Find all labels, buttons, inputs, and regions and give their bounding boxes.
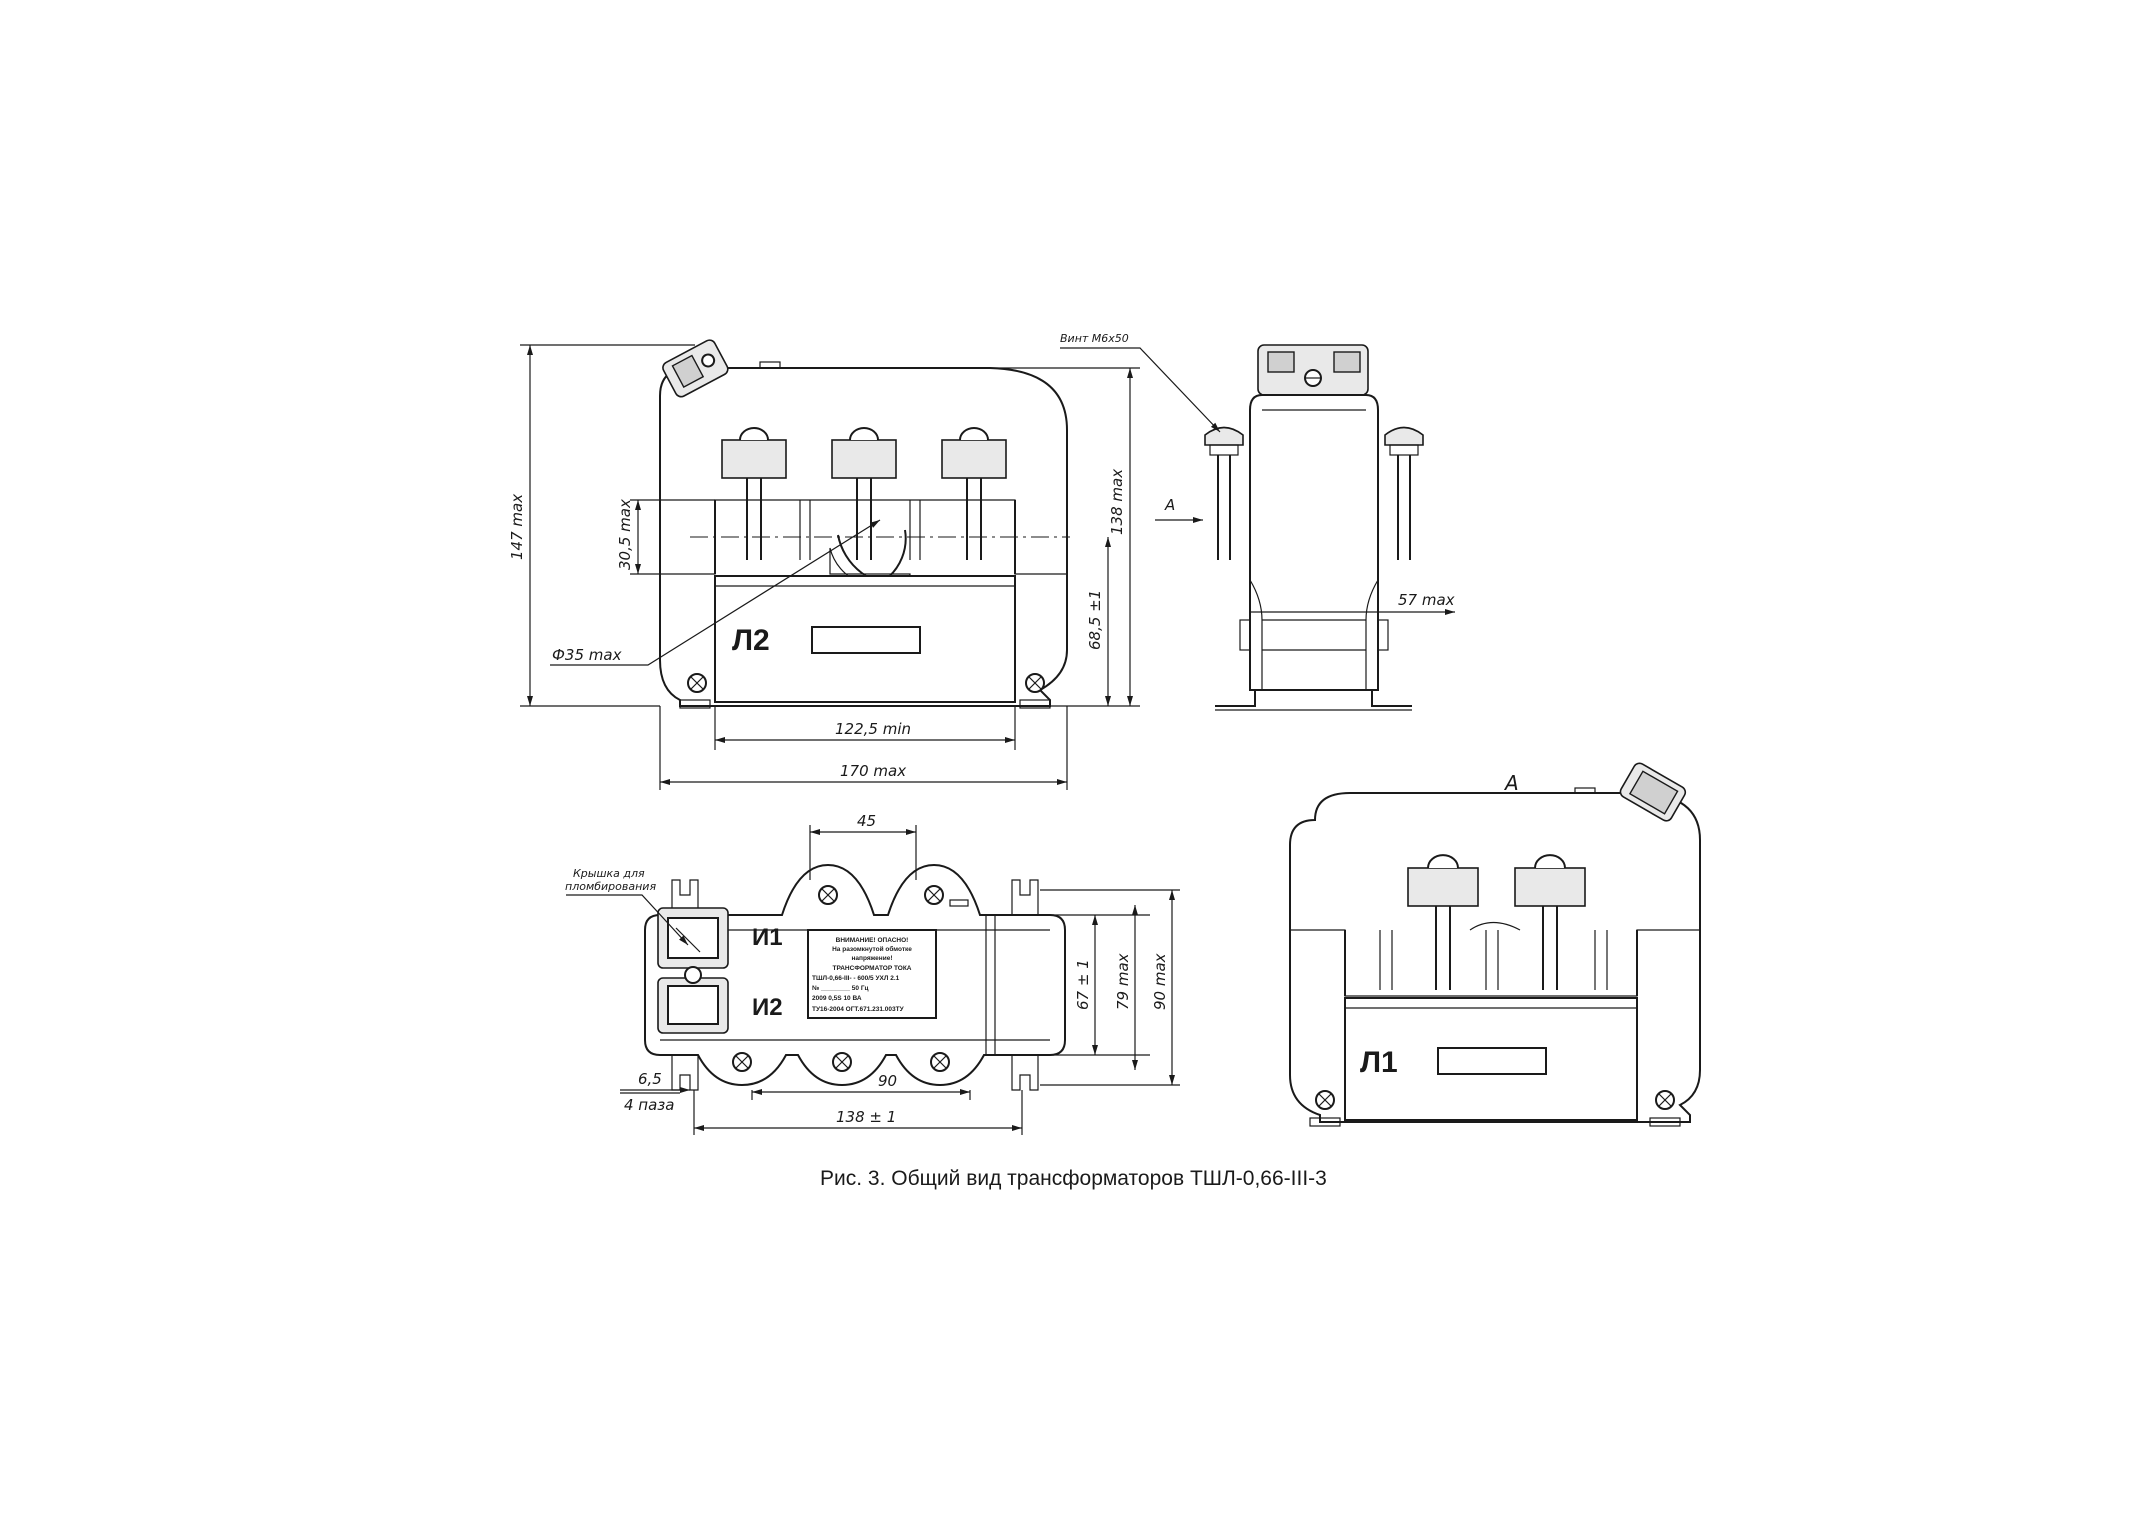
dim-window-height: 30,5 max bbox=[616, 499, 634, 570]
view-a: А bbox=[1289, 762, 1701, 1127]
nameplate-line: ВНИМАНИЕ! ОПАСНО! bbox=[836, 937, 909, 944]
cover-label-line2: пломбирования bbox=[565, 880, 656, 893]
nameplate-line: № ________ 50 Гц bbox=[812, 985, 869, 992]
top-seal-cover bbox=[657, 907, 729, 1034]
view-a-terminal-2 bbox=[1514, 854, 1586, 990]
front-cover-box bbox=[662, 339, 729, 398]
dim-slot-width: 6,5 bbox=[638, 1070, 662, 1088]
top-screw-3-icon bbox=[732, 1052, 752, 1072]
dim-pitch: 45 bbox=[857, 812, 876, 830]
side-body bbox=[1249, 394, 1379, 691]
dim-height-core: 138 max bbox=[1108, 469, 1126, 535]
dim-h3: 90 max bbox=[1151, 953, 1169, 1010]
view-a-screw-left-icon bbox=[1315, 1090, 1335, 1110]
nameplate-line: ТУ16-2004 ОГТ.671.231.003ТУ bbox=[812, 1006, 905, 1013]
view-a-label: А bbox=[1503, 771, 1519, 795]
terminal-mark-i2: И2 bbox=[752, 994, 783, 1021]
figure-caption: Рис. 3. Общий вид трансформаторов ТШЛ-0,… bbox=[820, 1167, 1327, 1190]
dim-height-total: 147 max bbox=[508, 494, 526, 560]
side-view: Винт М6х50 А 57 max bbox=[1060, 332, 1455, 711]
front-screw-left-icon bbox=[687, 673, 707, 693]
dim-center-height: 68,5 ±1 bbox=[1086, 590, 1104, 650]
side-screw-label: Винт М6х50 bbox=[1060, 332, 1129, 345]
nameplate-text: ВНИМАНИЕ! ОПАСНО! На разомкнутой обмотке… bbox=[812, 937, 912, 1013]
view-a-terminal-1 bbox=[1407, 854, 1479, 990]
front-view: Л2 147 max 30,5 max 138 max 68,5 ±1 Ф35 … bbox=[508, 339, 1140, 790]
top-screw-5-icon bbox=[930, 1052, 950, 1072]
dim-width-total: 170 max bbox=[840, 762, 906, 780]
front-terminal-3 bbox=[941, 427, 1007, 560]
nameplate-line: ТРАНСФОРМАТОР ТОКА bbox=[833, 965, 912, 972]
dim-inner-width: 122,5 min bbox=[835, 720, 911, 738]
cover-label-line1: Крышка для bbox=[573, 867, 645, 880]
dim-h1: 67 ± 1 bbox=[1074, 959, 1092, 1010]
side-depth-dim: 57 max bbox=[1398, 591, 1455, 609]
view-a-screw-right-icon bbox=[1655, 1090, 1675, 1110]
dim-diameter: Ф35 max bbox=[552, 646, 622, 664]
top-view: И1 И2 ВНИМАНИЕ! ОПАСНО! На разомкнутой о… bbox=[565, 812, 1180, 1135]
dim-h2: 79 max bbox=[1114, 953, 1132, 1010]
front-mark-l2: Л2 bbox=[732, 624, 770, 657]
top-screw-1-icon bbox=[818, 885, 838, 905]
dim-slot-count: 4 паза bbox=[624, 1096, 674, 1114]
front-terminal-2 bbox=[831, 427, 897, 560]
side-top-caps bbox=[1257, 344, 1369, 396]
side-screw-left bbox=[1204, 426, 1244, 560]
nameplate-line: напряжение! bbox=[852, 955, 893, 962]
front-terminal-1 bbox=[721, 427, 787, 560]
dim-mount-spacing: 90 bbox=[878, 1072, 897, 1090]
nameplate bbox=[807, 929, 937, 1019]
top-screw-4-icon bbox=[832, 1052, 852, 1072]
side-arrow-label: А bbox=[1164, 496, 1175, 514]
side-screw-right bbox=[1384, 426, 1424, 560]
front-nameplate-slot bbox=[811, 626, 921, 654]
nameplate-line: На разомкнутой обмотке bbox=[832, 945, 912, 953]
front-screw-right-icon bbox=[1025, 673, 1045, 693]
nameplate-line: 2009 0,5S 10 ВА bbox=[812, 995, 862, 1002]
view-a-mark-l1: Л1 bbox=[1360, 1046, 1398, 1079]
view-a-nameplate-slot bbox=[1437, 1047, 1547, 1075]
top-screw-2-icon bbox=[924, 885, 944, 905]
dim-base-length: 138 ± 1 bbox=[836, 1108, 896, 1126]
terminal-mark-i1: И1 bbox=[752, 924, 783, 951]
nameplate-line: ТШЛ-0,66-III- - 600/5 УХЛ 2.1 bbox=[812, 975, 900, 982]
view-a-cover-box bbox=[1619, 762, 1687, 822]
